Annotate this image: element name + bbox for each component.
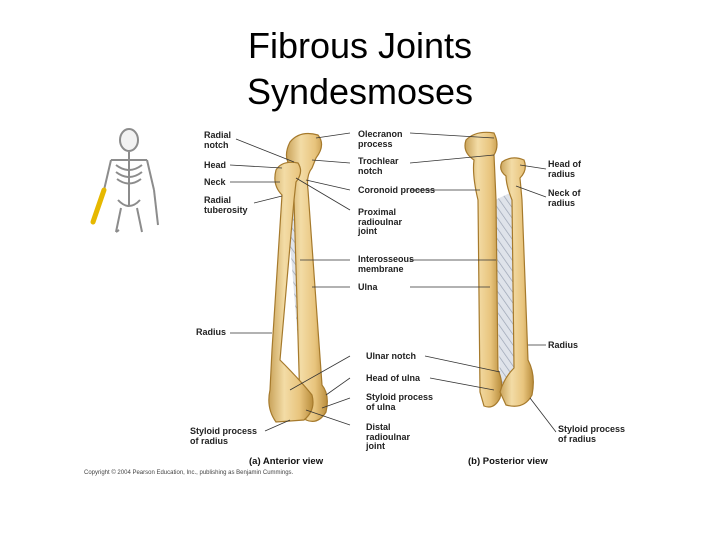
slide-title-line2: Syndesmoses	[246, 71, 474, 112]
label-neck: Neck	[204, 177, 226, 187]
posterior-view-illustration	[464, 131, 534, 408]
leader-lines	[229, 132, 557, 433]
label-radius-posterior: Radius	[548, 340, 579, 350]
label-styloid-radius-posterior: Styloid process of radius	[558, 424, 626, 444]
label-olecranon: Olecranon process	[358, 129, 403, 149]
label-neck-of-radius: Neck of radius	[548, 188, 581, 208]
label-trochlear-notch: Trochlear notch	[358, 156, 399, 176]
caption-posterior-view: (b) Posterior view	[468, 456, 548, 467]
label-styloid-ulna: Styloid process of ulna	[366, 392, 434, 412]
label-proximal-joint: Proximal radioulnar joint	[358, 207, 403, 236]
slide-title-line1: Fibrous Joints	[247, 25, 473, 66]
copyright-notice: Copyright © 2004 Pearson Education, Inc.…	[84, 470, 294, 476]
label-distal-joint: Distal radioulnar joint	[366, 422, 411, 451]
anterior-view-illustration	[268, 132, 328, 423]
label-radial-notch: Radial notch	[204, 130, 232, 150]
label-interosseous: Interosseous membrane	[358, 254, 415, 274]
caption-anterior-view: (a) Anterior view	[249, 456, 324, 467]
label-ulnar-notch: Ulnar notch	[366, 351, 417, 361]
label-radial-tuberosity: Radial tuberosity	[204, 195, 248, 215]
label-ulna: Ulna	[358, 282, 378, 292]
label-head-of-radius: Head of radius	[548, 159, 582, 179]
label-radius-anterior: Radius	[196, 327, 227, 337]
label-head-of-ulna: Head of ulna	[366, 373, 421, 383]
label-coronoid: Coronoid process	[358, 185, 436, 195]
skeleton-thumbnail-icon	[103, 128, 159, 233]
label-head: Head	[204, 160, 227, 170]
highlighted-forearm	[90, 187, 107, 225]
label-styloid-radius-anterior: Styloid process of radius	[190, 426, 258, 446]
